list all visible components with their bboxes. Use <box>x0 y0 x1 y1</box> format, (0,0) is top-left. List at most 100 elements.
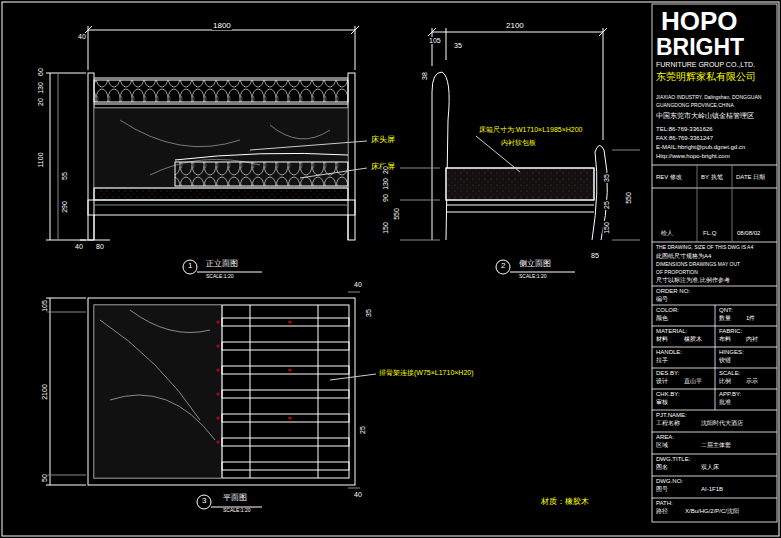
drawing-label: 审核 <box>655 399 669 405</box>
drawing-label: 设计 <box>655 378 669 384</box>
drawing-label: CHK.BY: <box>655 391 681 397</box>
drawing-label: 40 <box>74 243 84 250</box>
drawing-label: 85 <box>590 252 600 259</box>
drawing-label: 1800 <box>212 22 232 30</box>
drawing-label: 床头屏 <box>370 136 396 144</box>
drawing-label: 颜色 <box>655 315 669 321</box>
drawing-label: 此图纸尺寸规格为A4 <box>655 253 712 259</box>
front-elevation <box>46 26 367 274</box>
drawing-label: 东莞明辉家私有限公司 <box>655 72 757 82</box>
drawing-label: FL.Q <box>702 230 717 236</box>
drawing-label: 2100 <box>505 22 525 30</box>
drawing-label: 布料 <box>718 336 732 342</box>
dimension-text: 35 <box>365 308 372 318</box>
dimension-text: 150 <box>603 221 610 235</box>
drawing-label: GUANGDONG PROVINCE,CHINA <box>655 103 735 108</box>
drawing-label: DATE 日期 <box>735 174 766 180</box>
drawing-label: 比例 <box>718 378 732 384</box>
drawing-label: FABRIC: <box>718 328 743 334</box>
drawing-label: SCALE:1:20 <box>222 508 252 513</box>
dimension-text: 20 <box>382 165 389 175</box>
drawing-label: 侧立面图 <box>518 260 552 268</box>
drawing-label: 平面图 <box>222 494 248 502</box>
drawing-label: ORDER NO: <box>655 288 691 294</box>
drawing-label: PATH: <box>655 500 674 506</box>
dimension-text: 130 <box>382 177 389 191</box>
dimension-text: 50 <box>41 473 48 483</box>
drawing-label: 铰链 <box>718 357 732 363</box>
dimension-text: 2100 <box>41 383 48 401</box>
dimension-text: 25 <box>359 425 366 435</box>
plan-view <box>46 292 376 509</box>
drawing-label: 尺寸以标注为准,比例作参考 <box>655 277 731 283</box>
drawing-label: 内衬 <box>745 336 759 342</box>
drawing-label: 1 <box>187 262 193 270</box>
drawing-label: APP.BY: <box>718 391 742 397</box>
drawing-label: 2 <box>500 262 506 270</box>
drawing-label: 40 <box>77 33 87 40</box>
dimension-text: 20 <box>37 97 44 107</box>
drawing-label: 80 <box>95 243 105 250</box>
dimension-text: 150 <box>382 221 389 235</box>
drawing-label: QNT: <box>718 307 734 313</box>
drawing-label: DWG.TITLE: <box>655 456 691 462</box>
drawing-label: AI-1F1B <box>700 486 724 492</box>
drawing-label: 区域 <box>655 442 669 448</box>
drawing-label: REV 修改 <box>655 174 683 180</box>
drawing-label: 105 <box>428 37 442 44</box>
drawing-label: DWG.NO: <box>655 478 684 484</box>
drawing-label: OF PROPORTION <box>655 270 699 275</box>
drawing-label: MATERIAL: <box>655 328 688 334</box>
drawing-label: 直山平 <box>683 378 703 384</box>
drawing-label: X/Bu/HG/2/P/C/沈阳 <box>684 508 740 514</box>
drawing-label: 40 <box>353 491 363 498</box>
dimension-text: 35 <box>603 173 610 183</box>
drawing-label: PJT.NAME: <box>655 412 688 418</box>
drawing-label: 绘人 <box>660 230 674 236</box>
drawing-label: 材料 <box>655 336 669 342</box>
drawing-label: FURNITURE GROUP CO.,LTD. <box>655 61 756 68</box>
dimension-text: 38 <box>421 71 428 81</box>
drawing-label: 工程名称 <box>655 420 681 426</box>
drawing-label: 双人床 <box>700 464 720 470</box>
drawing-label: SCALE:1:20 <box>205 274 235 279</box>
drawing-label: 3 <box>201 497 207 505</box>
dimension-text: 105 <box>41 299 48 313</box>
dimension-text: 550 <box>393 207 400 221</box>
drawing-label: HOPO <box>660 8 739 34</box>
drawing-label: 拉手 <box>655 357 669 363</box>
drawing-label: 1件 <box>745 315 756 321</box>
title-block <box>652 4 777 522</box>
drawing-label: 数量 <box>718 315 732 321</box>
side-elevation <box>400 28 640 274</box>
drawing-label: 正立面图 <box>205 260 239 268</box>
drawing-label: 路径 <box>655 508 669 514</box>
drawing-label: 材质：橡胶木 <box>540 498 590 506</box>
dimension-text: 130 <box>37 81 44 95</box>
drawing-label: E-MAIL:hbright@pub.dgnet.gd.cn <box>655 144 746 150</box>
drawing-label: 中国东莞市大岭山镇金桔管理区 <box>655 112 755 119</box>
dimension-text: 550 <box>625 191 632 205</box>
drawing-label: 内衬软包板 <box>500 139 537 146</box>
drawing-label: 08/08/02 <box>736 230 761 236</box>
drawing-label: TEL:86-769-3361626 <box>655 126 714 132</box>
drawing-label: 橡胶木 <box>683 336 703 342</box>
drawing-label: 排骨架连接(W75×L1710×H20) <box>378 369 475 376</box>
drawing-label: 示示 <box>745 378 759 384</box>
drawing-label: 35 <box>453 42 463 49</box>
dimension-text: 55 <box>61 171 68 181</box>
drawing-label: BRIGHT <box>655 36 745 59</box>
drawing-label: 沈阳时代大酒店 <box>700 420 744 426</box>
drawing-label: 图号 <box>655 486 669 492</box>
drawing-label: SCALE: <box>718 370 741 376</box>
dimension-text: 90 <box>382 193 389 203</box>
drawing-label: COLOR: <box>655 307 680 313</box>
drawing-label: 二层主体套 <box>700 442 732 448</box>
drawing-label: BY 执笔 <box>700 174 724 180</box>
drawing-label: HANDLE: <box>655 349 683 355</box>
drawing-label: 批准 <box>718 399 732 405</box>
dimension-text: 25 <box>603 200 610 210</box>
drawing-label: AREA: <box>655 434 675 440</box>
drawing-label: 图名 <box>655 464 669 470</box>
drawing-label: THE DRAWING, SIZE OF THIS DWG IS A4 <box>655 245 754 250</box>
